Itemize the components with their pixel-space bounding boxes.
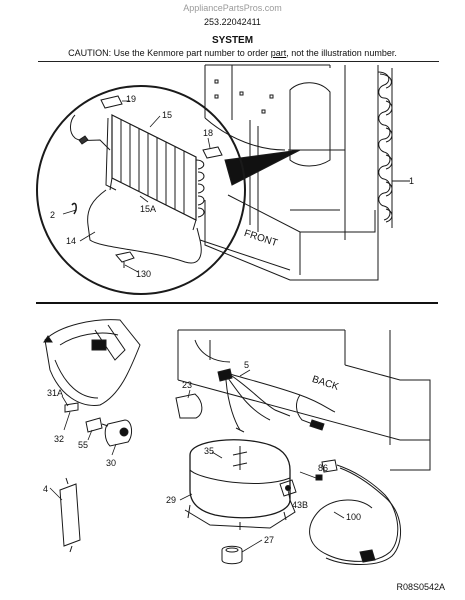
tubing — [87, 189, 202, 264]
drain-pan — [43, 319, 141, 406]
insulation — [100, 95, 123, 109]
section-divider — [36, 302, 438, 304]
header-divider — [38, 61, 439, 62]
drawing-code: R08S0542A — [396, 582, 445, 592]
drier — [59, 477, 81, 553]
watermark: AppliancePartsPros.com — [183, 3, 282, 13]
callout-86: 86 — [318, 463, 329, 473]
callout-23: 23 — [182, 380, 193, 390]
inlet-fitting — [78, 135, 89, 145]
callout-43b: 43B — [292, 500, 309, 510]
callout-15a: 15A — [140, 204, 157, 214]
evaporator — [105, 114, 205, 231]
top-leaders — [62, 100, 408, 273]
detail-pointer — [224, 149, 301, 186]
bottom-leaders — [49, 369, 345, 553]
relay — [175, 393, 203, 419]
inlet-wire — [70, 114, 111, 151]
callout-35: 35 — [204, 446, 215, 456]
start-relay-assembly — [85, 417, 133, 447]
callout-18: 18 — [203, 128, 214, 138]
callout-100: 100 — [346, 512, 362, 522]
callout-32: 32 — [54, 434, 65, 444]
callout-19: 19 — [126, 94, 137, 104]
callout-130: 130 — [136, 269, 152, 279]
compressor — [184, 439, 296, 530]
caution-suffix: , not the illustration number. — [286, 48, 397, 58]
caution-prefix: CAUTION: Use the Kenmore part number to … — [68, 48, 271, 58]
caution-note: CAUTION: Use the Kenmore part number to … — [0, 48, 465, 58]
callout-30: 30 — [106, 458, 117, 468]
power-cord — [309, 459, 402, 565]
page-title: SYSTEM — [211, 35, 254, 46]
cabinet-outline — [199, 64, 379, 281]
clip — [64, 402, 79, 413]
wiring-harness — [217, 368, 336, 433]
callout-31a: 31A — [47, 388, 64, 398]
heater-tube — [115, 251, 135, 268]
terminal-screw — [279, 474, 323, 497]
pad — [202, 146, 223, 159]
condenser-coil — [377, 68, 410, 228]
callout-2: 2 — [50, 210, 56, 220]
grommet — [71, 202, 77, 215]
callout-4: 4 — [43, 484, 49, 494]
detail-circle — [36, 85, 246, 295]
cabinet-back-outline — [177, 329, 431, 471]
callout-55: 55 — [78, 440, 89, 450]
callout-29: 29 — [166, 495, 177, 505]
caution-part-link[interactable]: part — [270, 48, 287, 58]
callout-1: 1 — [409, 176, 415, 186]
compressor-mount — [221, 545, 243, 565]
callout-5: 5 — [244, 360, 250, 370]
callout-14: 14 — [66, 236, 77, 246]
model-number: 253.22042411 — [204, 17, 261, 27]
callout-15: 15 — [162, 110, 173, 120]
callout-27: 27 — [264, 535, 275, 545]
